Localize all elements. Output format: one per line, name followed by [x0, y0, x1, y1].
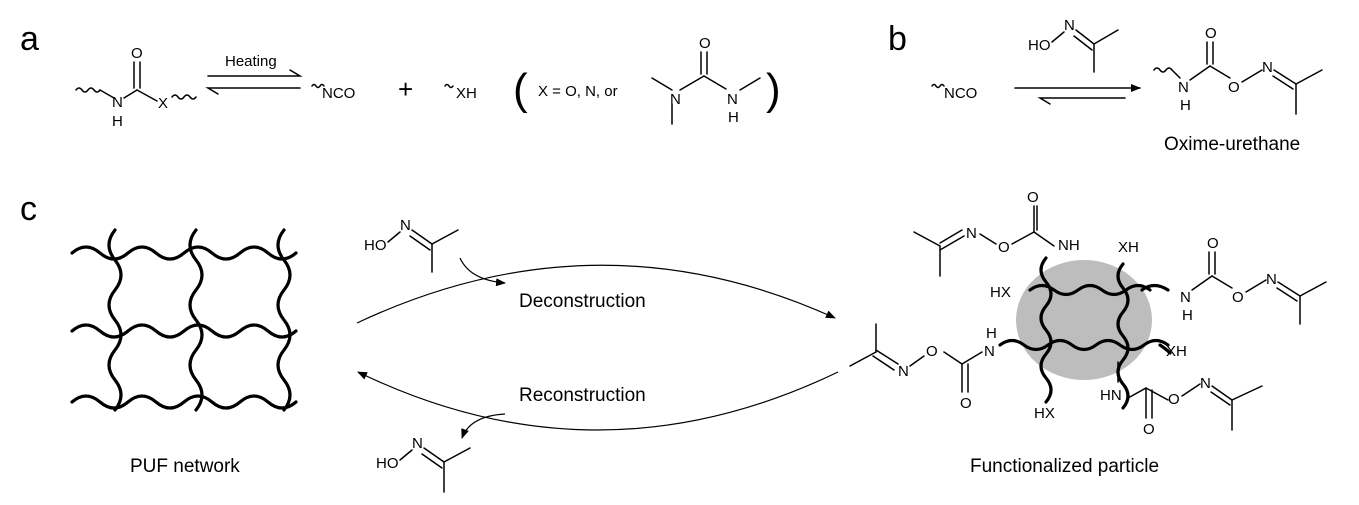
atom-n: N: [984, 343, 995, 360]
hx-label: HX: [990, 284, 1011, 301]
hx-label: HX: [1034, 405, 1055, 422]
atom-o: O: [960, 395, 972, 412]
atom-o: O: [131, 45, 143, 62]
atom-n: N: [400, 217, 411, 234]
reverse-half-arrow: [205, 87, 301, 95]
paren-close: ): [766, 65, 781, 114]
atom-o: O: [1143, 421, 1155, 438]
plus-sign: +: [398, 74, 413, 104]
atom-n: N: [1262, 59, 1273, 76]
nh-label: NH: [1058, 237, 1080, 254]
atom-o: O: [926, 343, 938, 360]
wavy-bond: [444, 83, 454, 89]
atom-o: O: [699, 35, 711, 52]
atom-h: H: [1182, 307, 1193, 324]
puf-network: [70, 228, 298, 412]
atom-o: O: [998, 239, 1010, 256]
nco-label: NCO: [944, 85, 977, 102]
atom-ho: HO: [1028, 37, 1051, 54]
heating-label: Heating: [225, 53, 277, 70]
hn-label: HN: [1100, 387, 1122, 404]
panel-b: HO N NCO N H O O N Oxime-urethane: [931, 17, 1323, 155]
atom-n: N: [1266, 271, 1277, 288]
wavy-bond: [75, 87, 101, 93]
panel-a: O N H X Heating NCO + XH ( X = O, N, or …: [75, 35, 781, 130]
atom-ho: HO: [364, 237, 387, 254]
nco-label: NCO: [322, 85, 355, 102]
functionalized-particle-label: Functionalized particle: [970, 456, 1159, 477]
panel-c: PUF network HO N Deconstruction Reconstr…: [70, 189, 1327, 493]
atom-ho: HO: [376, 455, 399, 472]
puf-network-label: PUF network: [130, 456, 240, 477]
panel-label-a: a: [20, 20, 39, 58]
atom-n: N: [898, 363, 909, 380]
x-definition: X = O, N, or: [538, 83, 618, 100]
deconstruction-label: Deconstruction: [519, 291, 646, 312]
xh-label: XH: [1166, 343, 1187, 360]
reagent-in-arrow: [459, 257, 506, 287]
wavy-bond: [171, 94, 197, 100]
reverse-half-arrow: [1037, 97, 1126, 105]
oxime-urethane-label: Oxime-urethane: [1164, 134, 1300, 155]
atom-n: N: [112, 94, 123, 111]
atom-n: N: [412, 435, 423, 452]
atom-n: N: [1064, 17, 1075, 34]
panel-label-c: c: [20, 190, 37, 228]
wavy-bond: [931, 83, 945, 89]
atom-n: N: [1200, 375, 1211, 392]
atom-n: N: [966, 225, 977, 242]
atom-o: O: [1205, 25, 1217, 42]
particle-core: [1016, 260, 1152, 380]
atom-o: O: [1228, 79, 1240, 96]
reagent-out-arrow: [461, 413, 506, 439]
atom-o: O: [1232, 289, 1244, 306]
xh-label: XH: [456, 85, 477, 102]
reconstruction-label: Reconstruction: [519, 385, 646, 406]
atom-n: N: [727, 91, 738, 108]
wavy-bond: [1153, 67, 1173, 73]
reconstruction-arrow: [357, 371, 839, 431]
atom-n: N: [1180, 289, 1191, 306]
atom-n: N: [670, 91, 681, 108]
atom-h: H: [112, 113, 123, 130]
atom-o: O: [1168, 391, 1180, 408]
atom-h: H: [1180, 97, 1191, 114]
forward-half-arrow: [207, 69, 303, 77]
xh-label: XH: [1118, 239, 1139, 256]
paren-open: (: [513, 65, 528, 114]
panel-label-b: b: [888, 20, 907, 58]
atom-o: O: [1027, 189, 1039, 206]
deconstruction-arrow: [356, 264, 836, 324]
atom-h: H: [728, 109, 739, 126]
functionalized-particle: [998, 256, 1172, 410]
atom-o: O: [1207, 235, 1219, 252]
atom-h: H: [986, 325, 997, 342]
atom-x: X: [158, 95, 168, 112]
wavy-bond: [311, 83, 325, 89]
atom-n: N: [1178, 79, 1189, 96]
